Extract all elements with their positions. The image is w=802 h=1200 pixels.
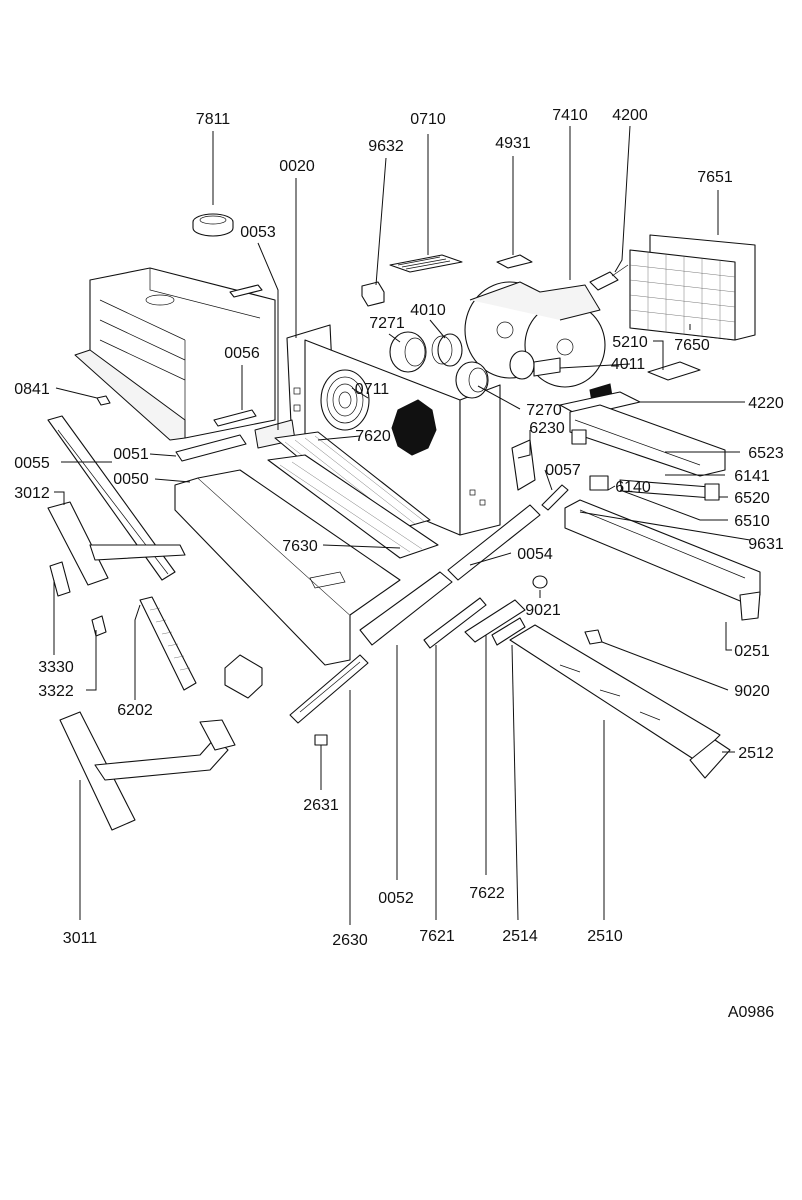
part-7410-blower [464,281,606,388]
part-4011-motor [509,350,561,380]
part-0056-rail [213,409,257,427]
label-2630: 2630 [332,932,368,949]
label-7621: 7621 [419,928,455,945]
part-6230-bracket [511,439,536,491]
part-0052-rail [359,571,453,646]
part-hood-housing [74,267,276,441]
part-main-panel [304,339,501,536]
label-0052: 0052 [378,890,414,907]
part-2512-clip [689,739,731,779]
part-5210-board [647,361,701,381]
label-3011: 3011 [63,930,98,947]
label-0050: 0050 [113,471,149,488]
part-3012-handle [47,501,186,586]
label-2510: 2510 [587,928,623,945]
label-4220: 4220 [748,395,784,412]
label-7622: 7622 [469,885,505,902]
part-0051-rail [175,434,247,462]
label-6520: 6520 [734,490,770,507]
part-3330-clip [49,561,71,597]
label-7271: 7271 [369,315,405,332]
label-7650: 7650 [674,337,710,354]
part-6523-strip [569,404,726,477]
label-0711: 0711 [355,381,390,398]
label-7651: 7651 [697,169,733,186]
part-9020-tab [584,629,603,645]
label-9020: 9020 [734,683,770,700]
part-2631-cube [314,734,328,746]
label-7270: 7270 [526,402,562,419]
part-0057-rail [541,484,569,511]
part-0841-clip [96,395,111,406]
label-6141: 6141 [734,468,770,485]
label-9631: 9631 [748,536,784,553]
label-7630: 7630 [282,538,318,555]
part-7620-mesh [267,431,439,559]
leader-lines [53,125,751,925]
label-9021: 9021 [525,602,561,619]
part-7271-wheel [389,331,427,373]
part-9021-knob [532,575,548,589]
part-2514-clip [491,617,526,646]
label-0710: 0710 [410,111,446,128]
label-0057: 0057 [545,462,581,479]
part-7650-filter [629,234,756,341]
part-clip-bracket [224,654,263,699]
part-0050-frame [174,469,401,666]
label-0053: 0053 [240,224,276,241]
label-6230: 6230 [529,420,565,437]
part-0251-strip [739,591,761,621]
part-7621-rail [423,597,487,649]
label-4931: 4931 [495,135,531,152]
part-4200-capacitor [589,264,629,291]
label-0055: 0055 [14,455,50,472]
part-3011-handle [59,711,236,831]
label-2631: 2631 [303,797,339,814]
label-7620: 7620 [355,428,391,445]
part-6202-bar [139,596,197,691]
part-7811-cap [192,213,234,237]
label-0054: 0054 [517,546,553,563]
label-6523: 6523 [748,445,784,462]
part-2630-slide [289,654,369,724]
label-4200: 4200 [612,107,648,124]
parts-drawing [47,213,761,831]
part-7622-rail [464,599,526,643]
label-9632: 9632 [368,138,404,155]
label-0251: 0251 [734,643,770,660]
part-0054-rail [447,504,541,581]
label-0841: 0841 [14,381,50,398]
label-6202: 6202 [117,702,153,719]
part-2510-glass [509,624,721,761]
label-0051: 0051 [113,446,149,463]
label-2514: 2514 [502,928,538,945]
label-0020: 0020 [279,158,315,175]
label-5210: 5210 [612,334,648,351]
figure-code: A0986 [728,1004,774,1021]
part-4931-piece [496,254,533,269]
part-9632-block [361,281,385,307]
part-0710-plate [389,254,463,273]
label-7410: 7410 [552,107,588,124]
label-6140: 6140 [615,479,651,496]
part-9631-panel [564,499,761,604]
label-0056: 0056 [224,345,260,362]
label-7811: 7811 [196,111,231,128]
part-0053-rail [229,284,263,298]
part-4010-motor [431,333,463,367]
label-6510: 6510 [734,513,770,530]
label-4011: 4011 [611,356,646,373]
part-7270-wheel [455,361,489,399]
label-3330: 3330 [38,659,74,676]
label-3322: 3322 [38,683,74,700]
part-3322-clip [91,615,107,637]
label-4010: 4010 [410,302,446,319]
label-2512: 2512 [738,745,774,762]
label-3012: 3012 [14,485,50,502]
part-6140-switch [589,475,720,501]
part-labels: 7811 0710 7410 4200 0020 9632 4931 7651 … [14,107,784,949]
